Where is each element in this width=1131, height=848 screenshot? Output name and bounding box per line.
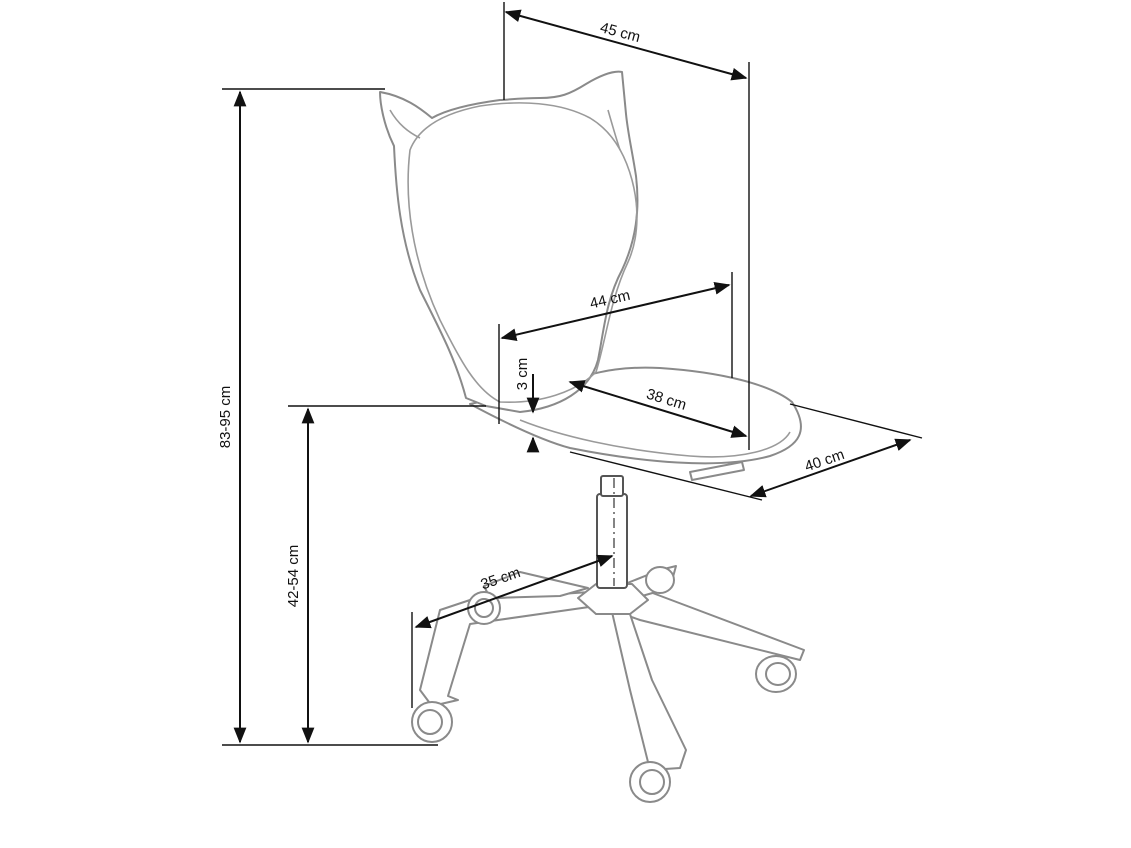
- extension-lines: [222, 2, 923, 746]
- seat-width-arrow: [500, 282, 731, 341]
- seat-depth-arrow: [568, 380, 748, 438]
- back-width-arrow: [504, 9, 748, 81]
- chair-casters: [411, 566, 797, 803]
- seat-thickness-label: 3 cm: [514, 358, 531, 391]
- overall-depth-arrow: [749, 438, 912, 498]
- back-width-label: 45 cm: [598, 19, 642, 46]
- chair-gas-lift: [596, 475, 628, 589]
- chair-illustration: [379, 70, 805, 803]
- chair-backrest: [379, 70, 639, 413]
- seat-height-label: 42-54 cm: [285, 545, 302, 608]
- base-radius-arrow: [414, 554, 614, 629]
- dimension-arrows: [233, 9, 912, 744]
- total-height-label: 83-95 cm: [217, 386, 234, 449]
- chair-lever: [689, 461, 745, 481]
